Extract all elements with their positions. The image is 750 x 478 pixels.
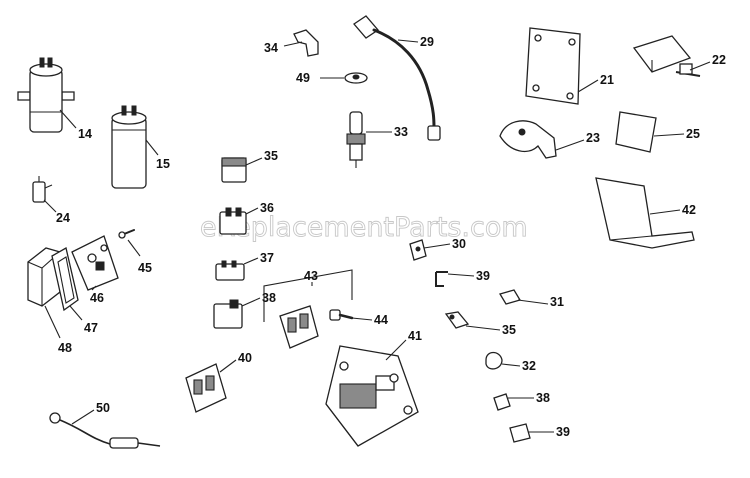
part-45-terminal-block[interactable] (279, 305, 319, 349)
leader-34 (447, 273, 475, 277)
leader-37 (501, 363, 521, 367)
part-22-switch[interactable] (632, 35, 701, 77)
leader-15 (145, 139, 159, 156)
leader-50 (71, 409, 95, 425)
part-36-clip[interactable] (499, 289, 521, 305)
callout-42: 47 (84, 321, 98, 335)
callout-39: 39 (556, 425, 570, 439)
leader-23 (555, 139, 585, 151)
part-24-terminal[interactable] (32, 176, 53, 203)
callout-49: 42 (682, 203, 696, 217)
leader-36 (517, 299, 549, 305)
part-23-bracket[interactable] (499, 120, 557, 159)
callout-21: 21 (600, 73, 614, 87)
callout-35: 35 (502, 323, 516, 337)
callout-31: 36 (260, 201, 274, 215)
part-41-bracket[interactable] (71, 235, 119, 291)
callout-23: 23 (586, 131, 600, 145)
leader-42 (69, 305, 83, 321)
leader-24 (43, 199, 57, 213)
leader-31 (245, 207, 259, 215)
callout-37: 32 (522, 359, 536, 373)
callout-47: 40 (238, 351, 252, 365)
part-44-washer[interactable] (344, 72, 368, 84)
part-31-connector[interactable] (219, 207, 247, 235)
callout-44: 49 (296, 71, 310, 85)
part-48-regulator[interactable] (325, 345, 419, 447)
callout-25: 25 (686, 127, 700, 141)
leader-46 (351, 317, 373, 321)
part-38-clip[interactable] (493, 393, 511, 411)
callout-41: 46 (90, 291, 104, 305)
leader-22 (689, 61, 711, 71)
leader-40 (127, 239, 141, 257)
leader-35 (465, 325, 501, 331)
callout-46: 44 (374, 313, 388, 327)
callout-34: 39 (476, 269, 490, 283)
part-27-clip[interactable] (409, 239, 427, 261)
callout-24: 24 (56, 211, 70, 225)
leader-21 (577, 79, 599, 93)
part-46-bolt[interactable] (329, 309, 354, 321)
callout-33: 38 (262, 291, 276, 305)
part-28-spark-plug[interactable] (346, 111, 366, 168)
part-45-bracket-lines (263, 269, 353, 322)
leader-33 (241, 297, 261, 307)
part-49-bracket[interactable] (595, 177, 695, 249)
leader-47 (219, 359, 237, 373)
watermark-text: eReplacementParts.com (200, 212, 528, 243)
part-50-cable[interactable] (49, 412, 161, 449)
callout-48: 41 (408, 329, 422, 343)
callout-38: 38 (536, 391, 550, 405)
callout-26: 29 (420, 35, 434, 49)
leader-29 (283, 41, 303, 47)
leader-41 (91, 285, 97, 291)
part-25-plate[interactable] (615, 111, 657, 153)
leader-49 (649, 209, 681, 215)
part-33-connector[interactable] (213, 299, 243, 329)
leader-26 (397, 39, 419, 43)
part-35-terminal[interactable] (444, 311, 470, 329)
callout-32: 37 (260, 251, 274, 265)
callout-29: 34 (264, 41, 278, 55)
part-32-connector[interactable] (215, 260, 245, 281)
part-39-clamp[interactable] (509, 423, 531, 443)
part-47-terminal-block[interactable] (185, 363, 227, 413)
part-15-ignition-coil[interactable] (111, 105, 147, 189)
callout-14: 14 (78, 127, 92, 141)
part-34-bracket[interactable] (435, 271, 448, 287)
leader-25 (653, 133, 685, 137)
part-37-clamp[interactable] (485, 351, 503, 370)
part-30-connector[interactable] (221, 157, 247, 183)
callout-22: 22 (712, 53, 726, 67)
part-26-plug-wire[interactable] (353, 15, 441, 141)
callout-28: 33 (394, 125, 408, 139)
leader-27 (423, 243, 451, 249)
part-21-plate[interactable] (525, 27, 581, 105)
callout-43: 48 (58, 341, 72, 355)
leader-30 (245, 157, 263, 166)
callout-15: 15 (156, 157, 170, 171)
part-14-ignition-coil[interactable] (17, 57, 75, 133)
callout-50: 50 (96, 401, 110, 415)
leader-32 (243, 257, 259, 265)
callout-30: 35 (264, 149, 278, 163)
leader-48 (385, 339, 407, 361)
leader-43 (44, 305, 61, 339)
callout-36: 31 (550, 295, 564, 309)
leader-14 (59, 109, 77, 129)
callout-40: 45 (138, 261, 152, 275)
callout-27: 30 (452, 237, 466, 251)
part-42-gasket[interactable] (51, 247, 79, 312)
part-40-screw[interactable] (118, 229, 135, 239)
callout-45: 43 (304, 269, 318, 283)
